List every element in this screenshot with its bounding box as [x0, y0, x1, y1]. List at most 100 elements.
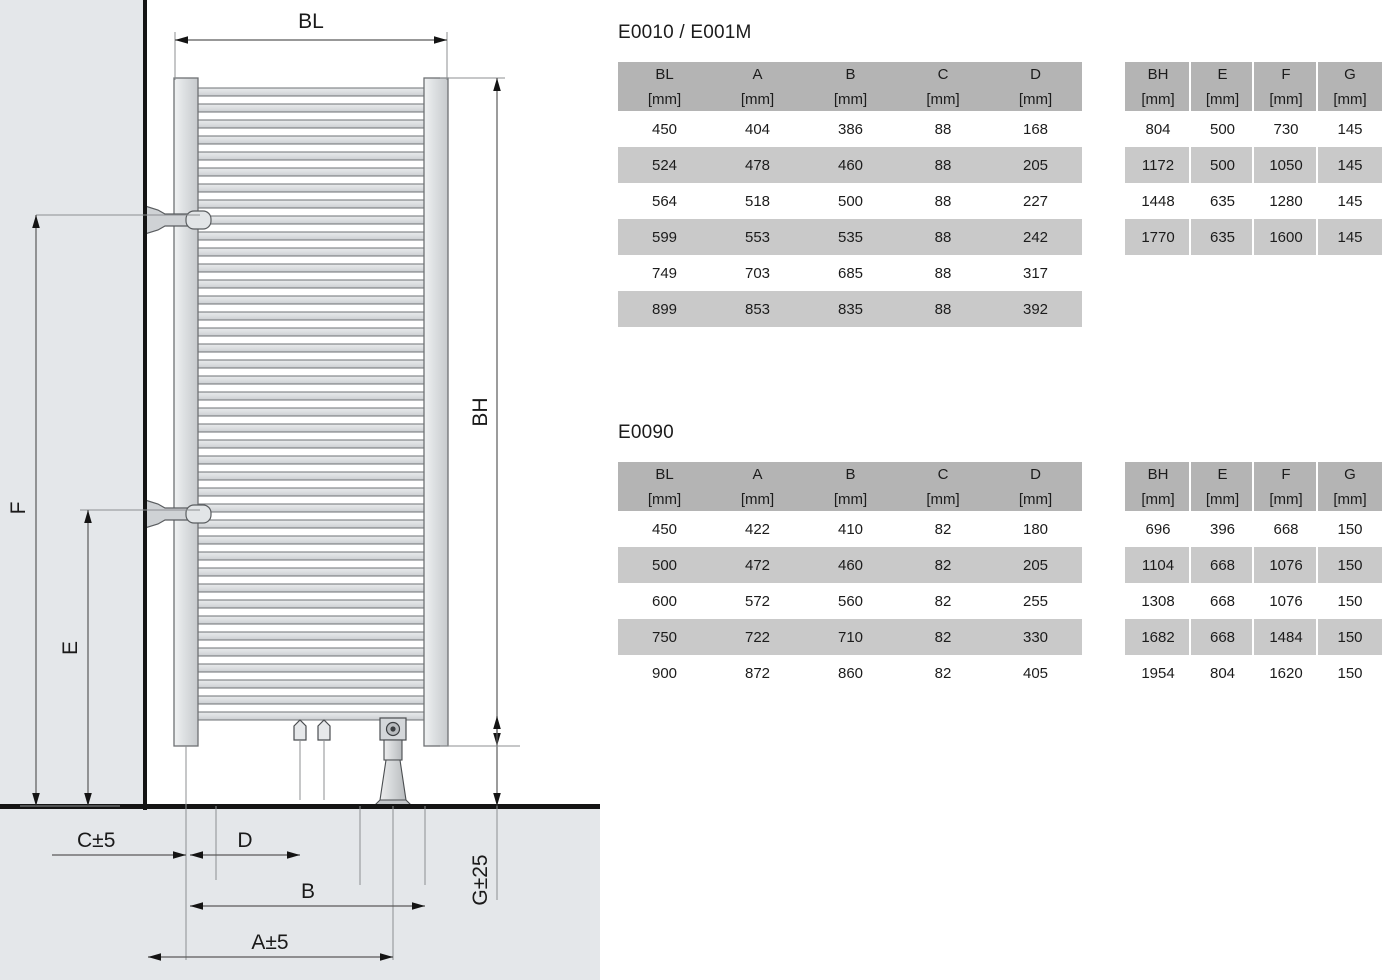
dimension-A: A±5 — [148, 931, 393, 961]
col-header-c: C — [897, 462, 989, 487]
table-row: 1172 500 1050 145 — [1125, 147, 1382, 183]
table-row: 750 722 710 82 330 — [618, 619, 1082, 655]
col-header-a: A — [711, 462, 804, 487]
table-e0090-left: BL A B C D [mm] [mm] [mm] [mm] [mm] 450 … — [618, 462, 1082, 691]
col-header-a: A — [711, 62, 804, 87]
cell-c: 88 — [897, 219, 989, 255]
cell-b: 500 — [804, 183, 897, 219]
cell-d: 168 — [989, 111, 1082, 147]
table-header-row: BH E F G — [1125, 62, 1382, 87]
table-row: 1104 668 1076 150 — [1125, 547, 1382, 583]
cell-bh: 1172 — [1125, 147, 1191, 183]
col-unit-bl: [mm] — [618, 87, 711, 111]
dimension-label-D: D — [237, 829, 252, 852]
cell-f: 1620 — [1254, 655, 1318, 691]
cell-bl: 600 — [618, 583, 711, 619]
table-header-row: BL A B C D — [618, 462, 1082, 487]
cell-f: 1280 — [1254, 183, 1318, 219]
table-unit-row: [mm] [mm] [mm] [mm] — [1125, 87, 1382, 111]
dimension-label-C: C±5 — [77, 829, 115, 852]
col-header-bh: BH — [1125, 62, 1191, 87]
cell-a: 872 — [711, 655, 804, 691]
dimension-E: E — [59, 510, 92, 806]
table-row: 899 853 835 88 392 — [618, 291, 1082, 327]
table-header-row: BL A B C D — [618, 62, 1082, 87]
col-header-e: E — [1191, 462, 1254, 487]
cell-bh: 696 — [1125, 511, 1191, 547]
col-header-bh: BH — [1125, 462, 1191, 487]
background-left-of-wall — [0, 0, 143, 806]
cell-bl: 749 — [618, 255, 711, 291]
table-row: 1682 668 1484 150 — [1125, 619, 1382, 655]
cell-c: 82 — [897, 655, 989, 691]
cell-d: 392 — [989, 291, 1082, 327]
dimension-label-E: E — [59, 641, 82, 655]
cell-d: 330 — [989, 619, 1082, 655]
cell-f: 1076 — [1254, 547, 1318, 583]
col-unit-e: [mm] — [1191, 87, 1254, 111]
cell-a: 404 — [711, 111, 804, 147]
cell-e: 668 — [1191, 547, 1254, 583]
col-header-f: F — [1254, 62, 1318, 87]
table-row: 450 422 410 82 180 — [618, 511, 1082, 547]
table-row: 564 518 500 88 227 — [618, 183, 1082, 219]
table-row: 524 478 460 88 205 — [618, 147, 1082, 183]
table-row: 1770 635 1600 145 — [1125, 219, 1382, 255]
cell-b: 410 — [804, 511, 897, 547]
cell-c: 88 — [897, 147, 989, 183]
cell-d: 405 — [989, 655, 1082, 691]
cell-bh: 1770 — [1125, 219, 1191, 255]
cell-a: 722 — [711, 619, 804, 655]
cell-e: 804 — [1191, 655, 1254, 691]
dimension-B: B — [190, 880, 425, 910]
cell-a: 472 — [711, 547, 804, 583]
dimension-G: G±25 — [460, 716, 520, 906]
cell-e: 396 — [1191, 511, 1254, 547]
cell-e: 668 — [1191, 619, 1254, 655]
cell-bl: 450 — [618, 511, 711, 547]
table-row: 804 500 730 145 — [1125, 111, 1382, 147]
dimension-BH: BH — [469, 78, 501, 746]
cell-c: 82 — [897, 583, 989, 619]
col-unit-a: [mm] — [711, 87, 804, 111]
col-unit-f: [mm] — [1254, 487, 1318, 511]
cell-bl: 500 — [618, 547, 711, 583]
col-header-bl: BL — [618, 62, 711, 87]
col-unit-d: [mm] — [989, 487, 1082, 511]
col-unit-f: [mm] — [1254, 87, 1318, 111]
cell-b: 860 — [804, 655, 897, 691]
wall-line — [143, 0, 147, 810]
col-header-g: G — [1318, 462, 1382, 487]
background-below-floor — [0, 806, 600, 980]
cell-c: 88 — [897, 291, 989, 327]
col-unit-e: [mm] — [1191, 487, 1254, 511]
dimension-tables-panel: E0010 / E001M BL A B C D [mm] [mm] [mm] … — [600, 0, 1400, 980]
cell-bh: 1682 — [1125, 619, 1191, 655]
col-header-f: F — [1254, 462, 1318, 487]
table-e0010-right: BH E F G [mm] [mm] [mm] [mm] 804 500 730… — [1125, 62, 1382, 255]
cell-e: 500 — [1191, 111, 1254, 147]
cell-f: 1050 — [1254, 147, 1318, 183]
cell-b: 710 — [804, 619, 897, 655]
cell-c: 82 — [897, 547, 989, 583]
col-unit-bl: [mm] — [618, 487, 711, 511]
table-row: 900 872 860 82 405 — [618, 655, 1082, 691]
dimension-label-BH: BH — [469, 397, 492, 426]
cell-e: 635 — [1191, 183, 1254, 219]
cell-a: 518 — [711, 183, 804, 219]
cell-b: 560 — [804, 583, 897, 619]
cell-a: 422 — [711, 511, 804, 547]
cell-d: 227 — [989, 183, 1082, 219]
cell-e: 635 — [1191, 219, 1254, 255]
cell-b: 460 — [804, 147, 897, 183]
cell-c: 82 — [897, 619, 989, 655]
cell-b: 535 — [804, 219, 897, 255]
cell-a: 853 — [711, 291, 804, 327]
table-row: 1954 804 1620 150 — [1125, 655, 1382, 691]
cell-g: 150 — [1318, 619, 1382, 655]
cell-d: 242 — [989, 219, 1082, 255]
cell-bl: 564 — [618, 183, 711, 219]
cell-f: 1076 — [1254, 583, 1318, 619]
table-unit-row: [mm] [mm] [mm] [mm] [mm] — [618, 487, 1082, 511]
cell-d: 180 — [989, 511, 1082, 547]
